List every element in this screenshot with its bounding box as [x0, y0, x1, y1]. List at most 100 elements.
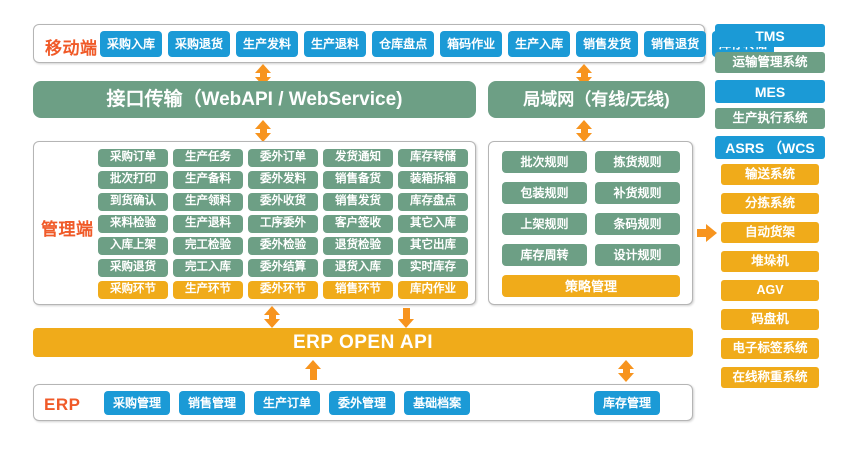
mgmt-item-outsourcing-1[interactable]: 委外发料 [248, 171, 318, 189]
arrow-rules-to-asrs [697, 224, 717, 242]
mobile-item-3[interactable]: 生产退料 [304, 31, 367, 57]
mobile-item-0[interactable]: 采购入库 [100, 31, 163, 57]
asrs-item-6[interactable]: 电子标签系统 [721, 338, 819, 359]
arrow-stem [309, 368, 317, 380]
arrow-lan-to-rules [576, 120, 592, 142]
mgmt-footer-warehouse[interactable]: 库内作业 [398, 281, 468, 299]
asrs-item-1[interactable]: 分拣系统 [721, 193, 819, 214]
mobile-item-6[interactable]: 生产入库 [508, 31, 571, 57]
mobile-item-1[interactable]: 采购退货 [168, 31, 231, 57]
arrow-down-to-openapi [398, 308, 414, 328]
mobile-item-2[interactable]: 生产发料 [236, 31, 299, 57]
rule-item-0[interactable]: 批次规则 [502, 151, 587, 173]
mgmt-footer-sales[interactable]: 销售环节 [323, 281, 393, 299]
mgmt-item-outsourcing-0[interactable]: 委外订单 [248, 149, 318, 167]
mgmt-item-warehouse-2[interactable]: 库存盘点 [398, 193, 468, 211]
mgmt-item-production-4[interactable]: 完工检验 [173, 237, 243, 255]
mgmt-item-production-0[interactable]: 生产任务 [173, 149, 243, 167]
arrow-up-icon [264, 306, 280, 315]
rule-item-5[interactable]: 条码规则 [595, 213, 680, 235]
rule-item-2[interactable]: 包装规则 [502, 182, 587, 204]
mgmt-item-outsourcing-2[interactable]: 委外收货 [248, 193, 318, 211]
erp-items-row: 采购管理销售管理生产订单委外管理基础档案 [104, 391, 471, 415]
mgmt-item-production-5[interactable]: 完工入库 [173, 259, 243, 277]
external-system-sub-0[interactable]: 运输管理系统 [715, 52, 825, 73]
external-system-header-1[interactable]: MES [715, 80, 825, 103]
mobile-item-7[interactable]: 销售发货 [576, 31, 639, 57]
erp-item-1[interactable]: 销售管理 [179, 391, 246, 415]
mgmt-item-sales-3[interactable]: 客户签收 [323, 215, 393, 233]
mgmt-item-sales-2[interactable]: 销售发货 [323, 193, 393, 211]
mgmt-item-outsourcing-4[interactable]: 委外检验 [248, 237, 318, 255]
mgmt-item-production-2[interactable]: 生产领料 [173, 193, 243, 211]
asrs-item-3[interactable]: 堆垛机 [721, 251, 819, 272]
asrs-item-2[interactable]: 自动货架 [721, 222, 819, 243]
rule-item-6[interactable]: 库存周转 [502, 244, 587, 266]
rule-item-3[interactable]: 补货规则 [595, 182, 680, 204]
mgmt-footer-production[interactable]: 生产环节 [173, 281, 243, 299]
mgmt-item-sales-1[interactable]: 销售备货 [323, 171, 393, 189]
asrs-item-4[interactable]: AGV [721, 280, 819, 301]
erp-item-stock-management[interactable]: 库存管理 [593, 391, 660, 415]
mobile-section-label: 移动端 [45, 39, 98, 58]
mgmt-item-sales-0[interactable]: 发货通知 [323, 149, 393, 167]
arrow-stem [259, 72, 267, 78]
arrow-interface-to-management [255, 120, 271, 142]
arrow-down-icon [264, 319, 280, 328]
mgmt-item-outsourcing-3[interactable]: 工序委外 [248, 215, 318, 233]
lan-box: 局域网（有线/无线) [488, 81, 705, 118]
asrs-item-7[interactable]: 在线称重系统 [721, 367, 819, 388]
external-system-header-0[interactable]: TMS [715, 24, 825, 47]
asrs-item-5[interactable]: 码盘机 [721, 309, 819, 330]
mgmt-item-sales-4[interactable]: 退货检验 [323, 237, 393, 255]
asrs-item-0[interactable]: 输送系统 [721, 164, 819, 185]
arrow-stem [697, 229, 707, 237]
rule-item-7[interactable]: 设计规则 [595, 244, 680, 266]
mgmt-item-purchase-0[interactable]: 采购订单 [98, 149, 168, 167]
rules-footer-strategy-management[interactable]: 策略管理 [502, 275, 680, 297]
mgmt-item-outsourcing-5[interactable]: 委外结算 [248, 259, 318, 277]
arrow-openapi-to-erp [618, 360, 634, 382]
mgmt-item-warehouse-4[interactable]: 其它出库 [398, 237, 468, 255]
mgmt-item-warehouse-1[interactable]: 装箱拆箱 [398, 171, 468, 189]
mgmt-item-purchase-5[interactable]: 采购退货 [98, 259, 168, 277]
mobile-item-4[interactable]: 仓库盘点 [372, 31, 435, 57]
mgmt-item-warehouse-3[interactable]: 其它入库 [398, 215, 468, 233]
arrow-management-to-openapi [264, 306, 280, 328]
arrow-up-icon [255, 120, 271, 129]
erp-section-panel: 采购管理销售管理生产订单委外管理基础档案 库存管理 [33, 384, 693, 421]
arrow-down-icon [398, 319, 414, 328]
erp-item-0[interactable]: 采购管理 [104, 391, 171, 415]
rules-section-panel: 批次规则拣货规则包装规则补货规则上架规则条码规则库存周转设计规则策略管理 [488, 141, 693, 305]
arrow-stem [268, 314, 276, 320]
external-system-sub-1[interactable]: 生产执行系统 [715, 108, 825, 129]
erp-item-3[interactable]: 委外管理 [329, 391, 396, 415]
mobile-item-5[interactable]: 箱码作业 [440, 31, 503, 57]
mgmt-item-purchase-3[interactable]: 来料检验 [98, 215, 168, 233]
arrow-stem [622, 368, 630, 374]
management-section-label: 管理端 [41, 220, 94, 239]
rule-item-4[interactable]: 上架规则 [502, 213, 587, 235]
mgmt-item-production-1[interactable]: 生产备料 [173, 171, 243, 189]
mgmt-item-purchase-2[interactable]: 到货确认 [98, 193, 168, 211]
mobile-item-8[interactable]: 销售退货 [644, 31, 707, 57]
mgmt-footer-outsourcing[interactable]: 委外环节 [248, 281, 318, 299]
mgmt-footer-purchase[interactable]: 采购环节 [98, 281, 168, 299]
rule-item-1[interactable]: 拣货规则 [595, 151, 680, 173]
mgmt-item-warehouse-0[interactable]: 库存转储 [398, 149, 468, 167]
mgmt-item-sales-5[interactable]: 退货入库 [323, 259, 393, 277]
erp-item-4[interactable]: 基础档案 [404, 391, 471, 415]
mgmt-item-production-3[interactable]: 生产退料 [173, 215, 243, 233]
interface-transport-box: 接口传输（WebAPI / WebService) [33, 81, 476, 118]
arrow-up-icon [305, 360, 321, 369]
arrow-down-icon [618, 373, 634, 382]
mgmt-item-purchase-4[interactable]: 入库上架 [98, 237, 168, 255]
mobile-items-row: 采购入库采购退货生产发料生产退料仓库盘点箱码作业生产入库销售发货销售退货库存转储 [100, 31, 775, 57]
erp-item-2[interactable]: 生产订单 [254, 391, 321, 415]
mgmt-item-purchase-1[interactable]: 批次打印 [98, 171, 168, 189]
mgmt-item-warehouse-5[interactable]: 实时库存 [398, 259, 468, 277]
arrow-up-icon [576, 64, 592, 73]
external-system-header-2[interactable]: ASRS （WCS [715, 136, 825, 159]
external-systems-column: TMS 运输管理系统 MES 生产执行系统 ASRS （WCS 输送系统分拣系统自动货架堆… [715, 24, 825, 396]
